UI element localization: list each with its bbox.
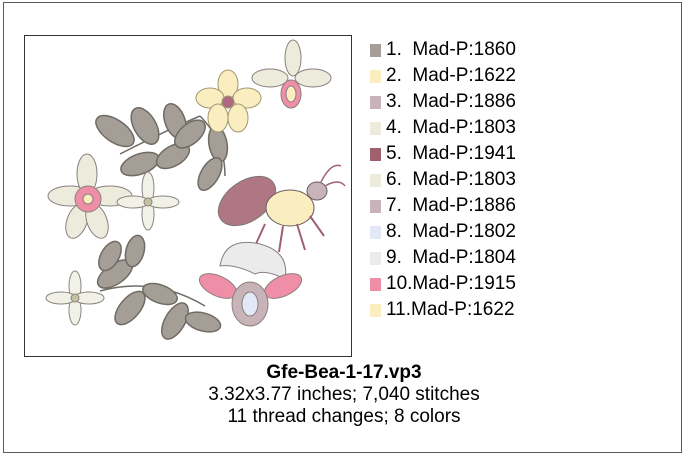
color-swatch bbox=[370, 43, 381, 57]
lower-leaf-branch bbox=[96, 234, 222, 340]
thread-color-label: 11.Mad-P:1622 bbox=[386, 299, 515, 320]
color-swatch bbox=[370, 147, 381, 161]
design-filename: Gfe-Bea-1-17.vp3 bbox=[266, 362, 422, 383]
color-swatch bbox=[370, 277, 381, 291]
bottom-daisy bbox=[45, 270, 105, 326]
color-swatch bbox=[370, 251, 381, 265]
color-swatch bbox=[370, 303, 381, 317]
thread-color-item: 8. Mad-P:1802 bbox=[370, 219, 516, 245]
color-swatch bbox=[370, 121, 381, 135]
bottom-orchid bbox=[198, 241, 303, 327]
embroidery-design-image bbox=[45, 39, 346, 340]
color-swatch bbox=[370, 173, 381, 187]
color-swatch bbox=[370, 199, 381, 213]
design-size-stitches: 3.32x3.77 inches; 7,040 stitches bbox=[208, 384, 480, 405]
design-card bbox=[3, 2, 682, 453]
thread-color-item: 4. Mad-P:1803 bbox=[370, 115, 516, 141]
design-changes-colors: 11 thread changes; 8 colors bbox=[227, 406, 461, 427]
design-info: Gfe-Bea-1-17.vp3 3.32x3.77 inches; 7,040… bbox=[0, 362, 688, 428]
upper-leaf-branch bbox=[95, 102, 229, 191]
yellow-flower bbox=[195, 69, 262, 133]
thread-color-label: 1. Mad-P:1860 bbox=[386, 39, 516, 60]
thread-color-label: 5. Mad-P:1941 bbox=[386, 143, 516, 164]
thread-color-label: 6. Mad-P:1803 bbox=[386, 169, 516, 190]
small-daisy bbox=[116, 171, 180, 231]
color-swatch bbox=[370, 69, 381, 83]
top-orchid bbox=[251, 39, 332, 109]
bee bbox=[217, 164, 346, 253]
thread-color-item: 5. Mad-P:1941 bbox=[370, 141, 516, 167]
thread-color-item: 10.Mad-P:1915 bbox=[370, 271, 516, 297]
thread-color-label: 2. Mad-P:1622 bbox=[386, 65, 516, 86]
color-swatch bbox=[370, 95, 381, 109]
thread-color-label: 3. Mad-P:1886 bbox=[386, 91, 516, 112]
color-swatch bbox=[370, 225, 381, 239]
left-orchid bbox=[47, 153, 133, 239]
thread-color-label: 9. Mad-P:1804 bbox=[386, 247, 516, 268]
thread-color-label: 8. Mad-P:1802 bbox=[386, 221, 516, 242]
thread-color-label: 4. Mad-P:1803 bbox=[386, 117, 516, 138]
embroidery-preview bbox=[24, 35, 352, 357]
thread-color-list: 1. Mad-P:1860 2. Mad-P:1622 3. Mad-P:188… bbox=[370, 37, 516, 323]
thread-color-item: 7. Mad-P:1886 bbox=[370, 193, 516, 219]
thread-color-item: 1. Mad-P:1860 bbox=[370, 37, 516, 63]
thread-color-item: 2. Mad-P:1622 bbox=[370, 63, 516, 89]
thread-color-label: 7. Mad-P:1886 bbox=[386, 195, 516, 216]
thread-color-item: 9. Mad-P:1804 bbox=[370, 245, 516, 271]
thread-color-label: 10.Mad-P:1915 bbox=[386, 273, 516, 294]
thread-color-item: 6. Mad-P:1803 bbox=[370, 167, 516, 193]
thread-color-item: 11.Mad-P:1622 bbox=[370, 297, 516, 323]
thread-color-item: 3. Mad-P:1886 bbox=[370, 89, 516, 115]
